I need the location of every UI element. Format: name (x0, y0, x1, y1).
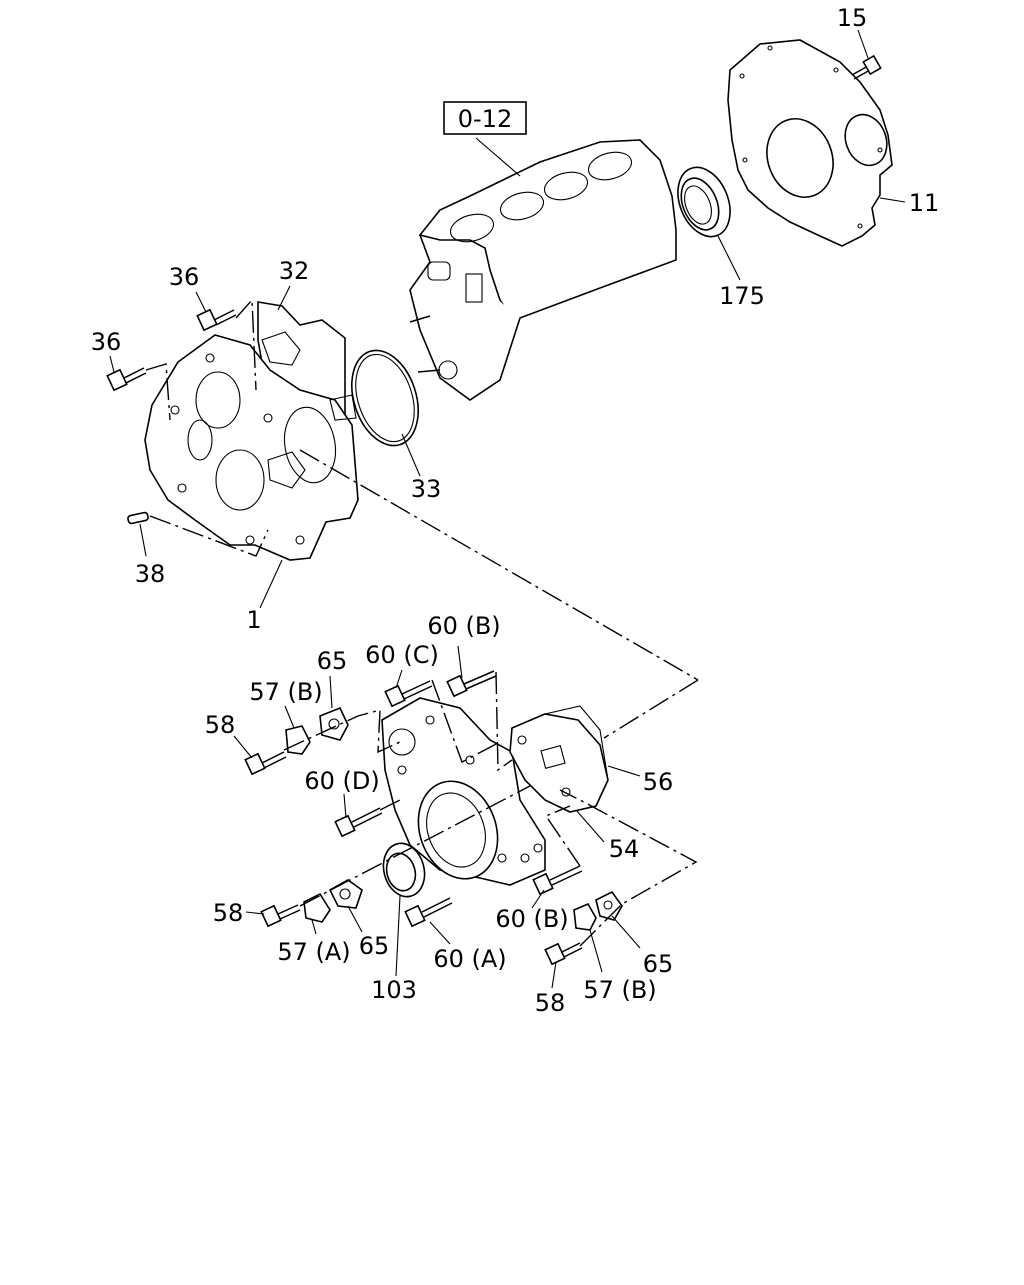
bolt-60b-bottom-part (532, 865, 583, 896)
label-57b-top: 57 (B) (249, 678, 322, 706)
label-65-left: 65 (359, 932, 390, 960)
label-58-bottom: 58 (535, 989, 566, 1017)
gear-case-1-part (144, 334, 359, 561)
label-11: 11 (909, 189, 940, 217)
label-36-upper: 36 (169, 263, 200, 291)
label-175: 175 (719, 282, 765, 310)
label-60a: 60 (A) (433, 945, 506, 973)
label-57a: 57 (A) (277, 938, 350, 966)
label-58-upper: 58 (205, 711, 236, 739)
bolt-58-bottom-part (544, 942, 583, 966)
label-36-left: 36 (91, 328, 122, 356)
label-65-right: 65 (643, 950, 674, 978)
part-labels: 15 11 175 36 32 36 33 38 1 65 60 (C) 60 … (91, 4, 940, 1017)
bolt-60b-top-part (446, 670, 497, 698)
bolt-15-part (851, 54, 882, 80)
cover-57b-top-part (285, 725, 311, 755)
o-ring-33-part (351, 349, 419, 447)
label-58-left: 58 (213, 899, 244, 927)
label-32: 32 (279, 257, 310, 285)
gasket-65-right-part (595, 890, 623, 921)
reference-box-label: 0-12 (458, 105, 512, 133)
oil-pump-56-part (509, 705, 609, 813)
label-103: 103 (371, 976, 417, 1004)
oil-seal-175-part (677, 166, 731, 238)
bolt-58-left-part (260, 904, 301, 928)
label-60c: 60 (C) (365, 641, 439, 669)
label-57b-bottom: 57 (B) (583, 976, 656, 1004)
label-60b-bottom: 60 (B) (495, 905, 568, 933)
label-15: 15 (837, 4, 868, 32)
reference-box: 0-12 (443, 101, 527, 135)
gasket-65-top-part (319, 706, 349, 741)
engine-block-part (409, 139, 677, 401)
label-38: 38 (135, 560, 166, 588)
bolt-60c-part (384, 680, 433, 708)
assembly-center-lines (145, 298, 699, 947)
label-1: 1 (246, 606, 261, 634)
cover-57b-bottom-part (573, 902, 597, 931)
label-56: 56 (643, 768, 674, 796)
bolt-36-upper-part (196, 308, 237, 332)
front-cover-54-part (381, 697, 546, 886)
gasket-65-left-part (328, 879, 363, 909)
label-60d: 60 (D) (304, 767, 379, 795)
leader-lines (109, 29, 906, 989)
bolt-58-upper-part (244, 751, 287, 776)
label-60b-top: 60 (B) (427, 612, 500, 640)
flywheel-plate-part (727, 39, 893, 247)
label-33: 33 (411, 475, 442, 503)
label-54: 54 (609, 835, 640, 863)
cover-57a-part (303, 892, 331, 923)
bolt-60d-part (334, 807, 383, 838)
label-65-top: 65 (317, 647, 348, 675)
bolt-60a-part (404, 897, 453, 928)
bolt-36-left-part (106, 367, 147, 392)
dowel-pin-38-part (127, 511, 149, 525)
